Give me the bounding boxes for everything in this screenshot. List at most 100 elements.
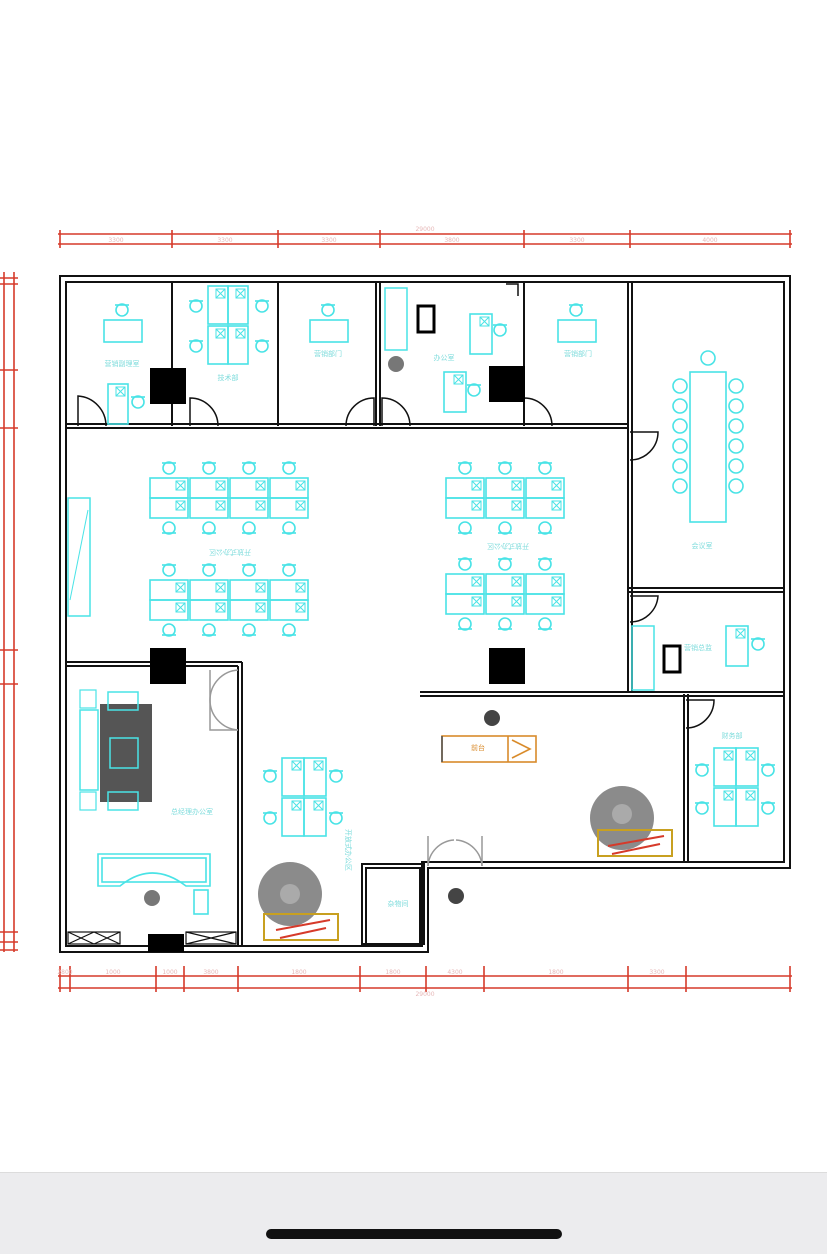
bottom-dim-label: 2800 xyxy=(57,969,72,976)
chair-icon xyxy=(498,521,512,535)
chair-icon xyxy=(538,557,552,571)
desk xyxy=(149,477,189,499)
chair-icon xyxy=(321,303,335,317)
desk xyxy=(229,497,269,519)
chair-icon xyxy=(162,563,176,577)
top-dimension-ticks xyxy=(59,230,791,248)
desk xyxy=(189,599,229,621)
ceo-sofa-set xyxy=(79,689,152,811)
desk xyxy=(713,787,737,827)
room-label-r3: 营销部门 xyxy=(314,349,342,358)
bottom-dim-label: 1000 xyxy=(105,969,120,976)
chair-icon xyxy=(761,763,775,777)
bottom-dimension-lines xyxy=(58,975,792,989)
desk xyxy=(229,579,269,601)
desk xyxy=(207,285,229,325)
chair-icon xyxy=(458,617,472,631)
desk xyxy=(309,319,349,343)
chair-icon xyxy=(202,623,216,637)
chair-icon xyxy=(761,801,775,815)
plant-icon xyxy=(388,356,404,372)
bottom-dim-label: 3300 xyxy=(649,969,664,976)
desk xyxy=(557,319,597,343)
bottom-bar xyxy=(0,1172,827,1254)
desk xyxy=(443,371,467,413)
receptionist-chair-icon xyxy=(484,710,500,726)
room-label-storage: 杂物间 xyxy=(388,899,409,908)
chair-icon xyxy=(751,637,765,651)
chair-icon xyxy=(498,617,512,631)
lounge-seating-left xyxy=(258,862,339,941)
chair-icon xyxy=(263,769,277,783)
desk xyxy=(103,319,143,343)
chair-icon xyxy=(255,339,269,353)
bottom-dim-label: 3800 xyxy=(203,969,218,976)
conference-chair-icon xyxy=(700,350,716,366)
conference-table xyxy=(689,371,727,523)
conference-chair-icon xyxy=(672,378,688,394)
chair-icon xyxy=(569,303,583,317)
desk xyxy=(713,747,737,787)
desk xyxy=(107,383,129,425)
conference-chair-icon xyxy=(728,478,744,494)
conference-chair-icon xyxy=(728,438,744,454)
door-swing-icon xyxy=(77,283,715,729)
desk xyxy=(227,285,249,325)
room-label-r5: 营销部门 xyxy=(564,349,592,358)
chair-icon xyxy=(162,521,176,535)
chair-icon xyxy=(263,811,277,825)
chair-icon xyxy=(162,461,176,475)
desk xyxy=(485,477,525,499)
room-label-open-bottom: 开放式办公区 xyxy=(344,829,353,871)
room-label-r4: 办公室 xyxy=(434,353,455,362)
conference-chair-icon xyxy=(728,458,744,474)
room-label-r1: 营销副理室 xyxy=(105,359,140,368)
conference-chair-icon xyxy=(672,478,688,494)
bookshelf-diagonal xyxy=(69,509,89,601)
desk xyxy=(445,573,485,595)
home-indicator[interactable] xyxy=(266,1229,562,1239)
conference-chair-icon xyxy=(728,398,744,414)
desk xyxy=(189,497,229,519)
chair-icon xyxy=(695,763,709,777)
desk xyxy=(207,325,229,365)
desk xyxy=(229,477,269,499)
conference-chairs xyxy=(672,350,744,494)
chair-icon xyxy=(282,563,296,577)
top-dim-label: 3300 xyxy=(108,237,123,244)
chair-icon xyxy=(538,521,552,535)
top-dim-label: 3300 xyxy=(217,237,232,244)
room-label-r2: 技术部 xyxy=(218,373,239,382)
room-label-r8: 财务部 xyxy=(722,731,743,740)
chair-icon xyxy=(329,769,343,783)
chair-icon xyxy=(329,811,343,825)
top-dim-label: 3300 xyxy=(569,237,584,244)
room-label-reception: 前台 xyxy=(471,743,485,752)
chair-icon xyxy=(115,303,129,317)
chair-icon xyxy=(189,339,203,353)
desk xyxy=(149,497,189,519)
conference-chair-icon xyxy=(672,398,688,414)
chair-icon xyxy=(202,521,216,535)
double-door-icon xyxy=(209,669,483,867)
desk xyxy=(303,757,327,797)
bookshelf xyxy=(67,497,91,617)
conference-chair-icon xyxy=(728,378,744,394)
desk xyxy=(485,573,525,595)
desk xyxy=(525,477,565,499)
chair-icon xyxy=(255,299,269,313)
chair-icon xyxy=(242,461,256,475)
desk xyxy=(735,787,759,827)
desk xyxy=(525,497,565,519)
chair-icon xyxy=(498,557,512,571)
bottom-dim-label: 4300 xyxy=(447,969,462,976)
desk xyxy=(445,593,485,615)
desk xyxy=(269,579,309,601)
desk xyxy=(485,593,525,615)
bottom-dim-label: 1800 xyxy=(291,969,306,976)
desk xyxy=(227,325,249,365)
chair-icon xyxy=(131,395,145,409)
